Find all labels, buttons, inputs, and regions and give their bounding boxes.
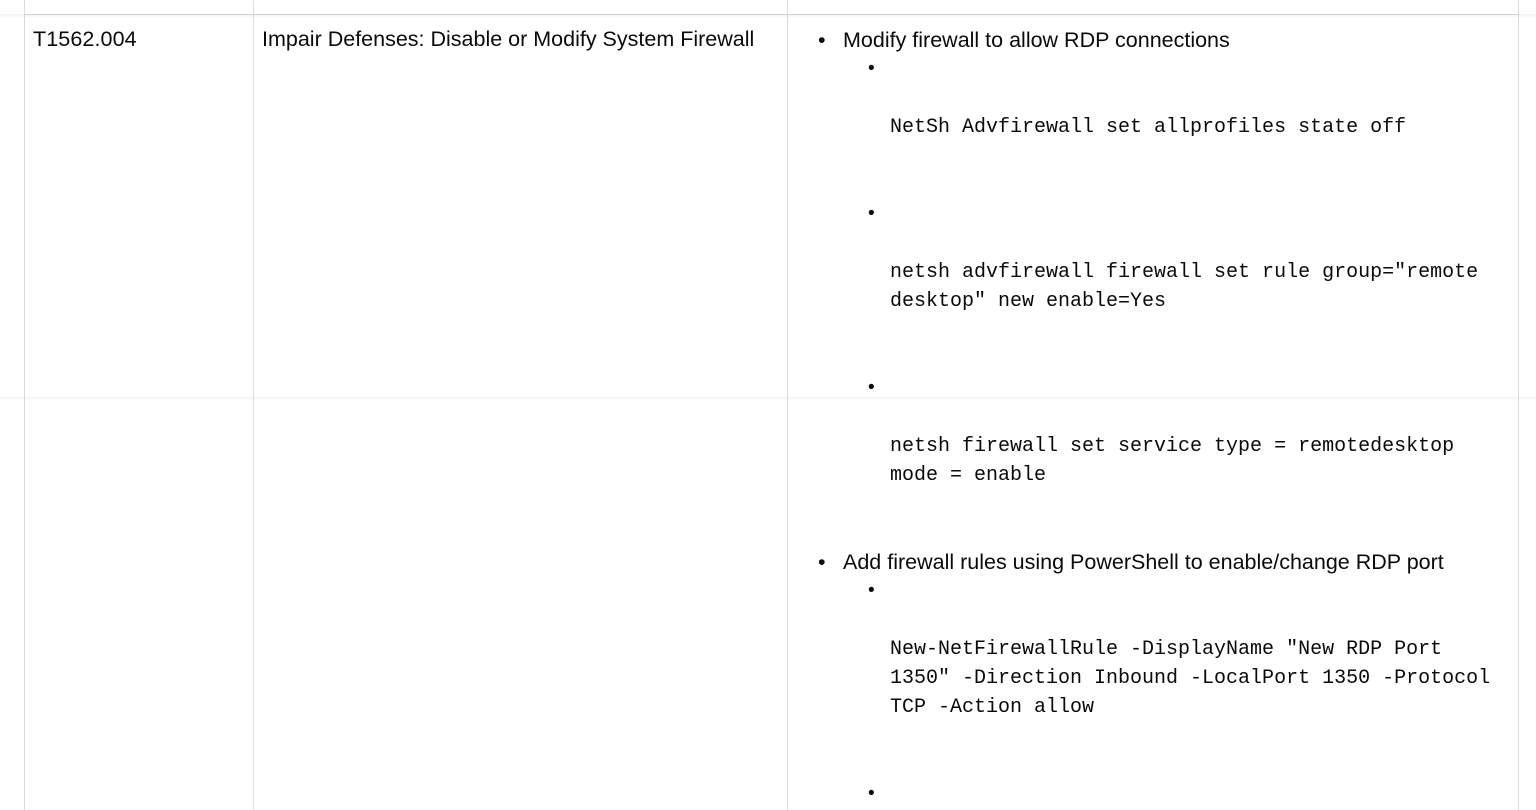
procedure-label: Add firewall rules using PowerShell to e… [843,550,1444,574]
cell-commands-clipped [788,0,1519,15]
command-text: netsh firewall set service type = remote… [890,432,1509,490]
bullet-icon: • [868,199,875,228]
command-item: • New-NetFirewallRule -DisplayName "New R… [868,577,1509,780]
command-list: • NetSh Advfirewall set allprofiles state… [843,55,1509,548]
procedure-list: • Modify firewall to allow RDP connectio… [796,26,1509,810]
bullet-icon: • [868,779,875,808]
procedure-item: • Modify firewall to allow RDP connectio… [818,26,1509,548]
bullet-icon: • [818,26,826,55]
document-page: T1562.004 Impair Defenses: Disable or Mo… [0,0,1536,405]
cell-technique-id-clipped [25,0,254,15]
bullet-icon: • [818,548,826,577]
table-row: T1562.004 Impair Defenses: Disable or Mo… [25,15,1519,810]
procedure-label: Modify firewall to allow RDP connections [843,28,1230,52]
command-item: • NetSh Advfirewall set allprofiles state… [868,55,1509,200]
technique-name: Impair Defenses: Disable or Modify Syste… [254,15,787,67]
bullet-icon: • [868,373,875,402]
command-text: NetSh Advfirewall set allprofiles state … [890,113,1509,142]
cell-technique-id: T1562.004 [25,15,254,810]
technique-table: T1562.004 Impair Defenses: Disable or Mo… [24,0,1519,810]
bullet-icon: • [868,54,875,83]
bullet-icon: • [868,576,875,605]
cell-technique-name: Impair Defenses: Disable or Modify Syste… [254,15,788,810]
technique-id: T1562.004 [25,15,253,67]
cell-commands: • Modify firewall to allow RDP connectio… [788,15,1519,810]
table-row-clipped [25,0,1519,15]
command-list: • New-NetFirewallRule -DisplayName "New R… [843,577,1509,810]
command-text: New-NetFirewallRule -DisplayName "New RD… [890,635,1509,722]
procedure-item: • Add firewall rules using PowerShell to… [818,548,1509,810]
commands-list-wrapper: • Modify firewall to allow RDP connectio… [788,15,1518,810]
command-item: • netsh advfirewall firewall set rule gro… [868,200,1509,374]
command-text: netsh advfirewall firewall set rule grou… [890,258,1509,316]
command-item: •New-NetFirewallRule -DisplayName "New R… [868,780,1509,810]
table-body: T1562.004 Impair Defenses: Disable or Mo… [25,0,1519,810]
command-item: • netsh firewall set service type = remot… [868,374,1509,548]
cell-technique-name-clipped [254,0,788,15]
